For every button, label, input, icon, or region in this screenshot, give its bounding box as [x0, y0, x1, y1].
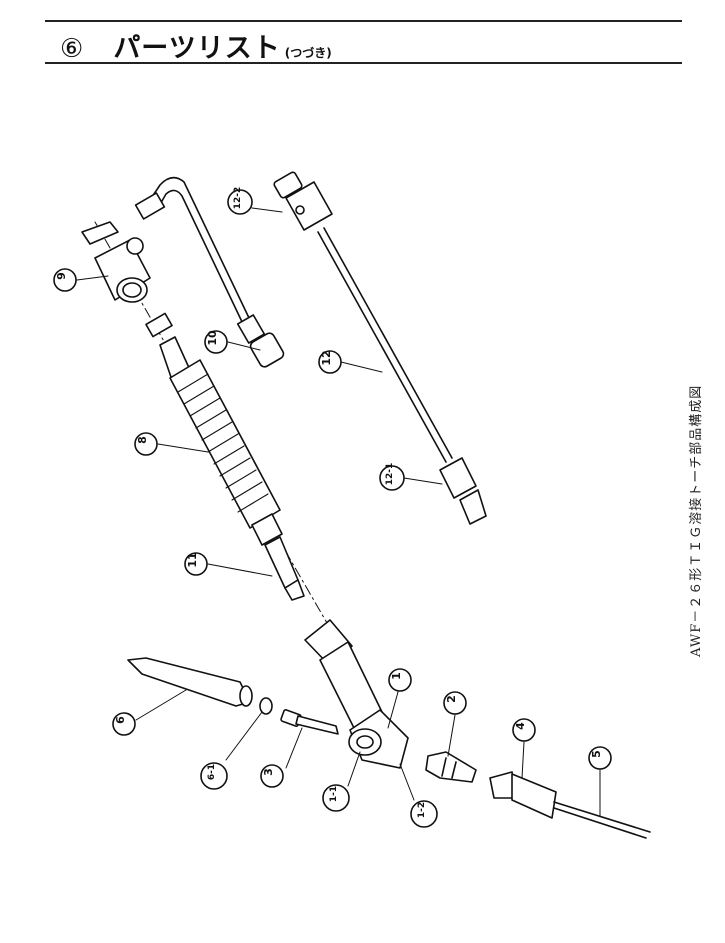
back-cap-part-6 — [127, 657, 253, 707]
switch-cable-part-12 — [273, 171, 487, 525]
collet-body-part-2 — [425, 751, 477, 783]
callout-2: 2 — [445, 695, 458, 703]
torch-body-part-1 — [304, 619, 409, 769]
handle-part-8 — [159, 336, 283, 546]
callout-12-1: 12-1 — [385, 463, 395, 486]
callout-12-2: 12-2 — [233, 187, 243, 210]
callout-12: 12 — [320, 350, 333, 365]
callout-1-1: 1-1 — [329, 786, 339, 802]
callout-3: 3 — [262, 768, 275, 776]
callout-10: 10 — [206, 330, 219, 346]
callout-9: 9 — [55, 272, 68, 280]
caption-text: AWF－２６形ＴＩＧ溶接トーチ部品構成図 — [689, 384, 704, 657]
title-text: パーツリスト — [113, 33, 281, 64]
o-ring-part-6-1 — [259, 697, 273, 715]
figure-caption: AWF－２６形ＴＩＧ溶接トーチ部品構成図 — [637, 385, 717, 665]
nozzle-part-4 — [489, 771, 557, 819]
bottom-rule — [45, 62, 682, 64]
connector-part-11 — [264, 536, 305, 601]
section-number: ⑥ — [60, 34, 84, 64]
callout-11: 11 — [186, 552, 199, 567]
callout-6: 6 — [114, 716, 127, 724]
page-title: ⑥ パーツリスト (つづき) — [60, 26, 332, 64]
callout-6-1: 6-1 — [207, 764, 217, 780]
collet-part-3 — [280, 709, 339, 735]
title-subtitle: (つづき) — [284, 46, 332, 60]
callout-1-2: 1-2 — [417, 802, 427, 818]
callout-4: 4 — [514, 722, 527, 730]
electrode-part-5 — [553, 801, 651, 839]
top-rule — [45, 20, 682, 22]
block-part-9 — [81, 221, 173, 338]
callout-1: 1 — [390, 672, 403, 680]
callout-8: 8 — [136, 436, 149, 444]
callout-5: 5 — [590, 750, 603, 758]
hose-part-10 — [134, 176, 285, 368]
